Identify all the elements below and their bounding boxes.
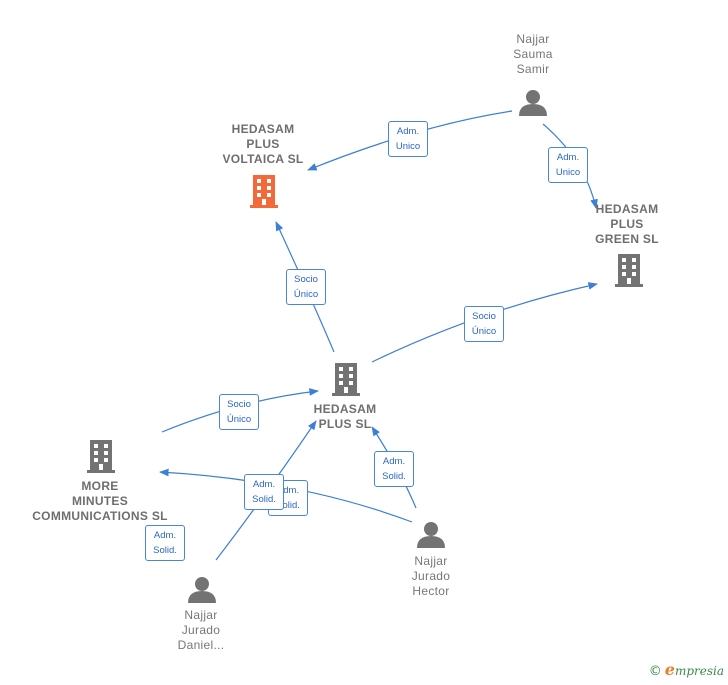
edge-label-samir-green: Adm. Unico <box>548 147 588 183</box>
edge-label-line: Solid. <box>153 545 177 556</box>
person-icon <box>188 577 216 603</box>
edge-label-line: Adm. <box>556 152 580 163</box>
edge-label-line: Unico <box>395 141 421 152</box>
edge-label-samir-voltaica: Adm. Unico <box>388 121 428 157</box>
building-icon <box>332 363 360 396</box>
building-icon <box>615 254 643 287</box>
edge-label-line: Adm. <box>276 485 300 496</box>
node-label-more[interactable]: MORE MINUTES COMMUNICATIONS SL <box>32 479 168 523</box>
node-label-daniel[interactable]: Najjar Jurado Daniel... <box>177 608 225 652</box>
edge-label-line: Único <box>226 414 252 425</box>
edge-label-plus-voltaica: Socio Único <box>286 269 326 305</box>
edges <box>159 110 598 561</box>
edge-label-line: Adm. <box>153 530 177 541</box>
edge-label-line: Socio <box>472 311 496 322</box>
edge-label-more-plus: Socio Único <box>219 394 259 430</box>
building-icon <box>87 440 115 473</box>
edge-label-daniel-more: Adm. Solid. <box>145 525 185 561</box>
edge-label-line: Socio <box>227 399 251 410</box>
brand-logo-text: mpresia <box>674 664 724 678</box>
building-icon <box>250 175 278 208</box>
edge-label-line: Único <box>471 326 497 337</box>
edge-label-plus-green: Socio Único <box>464 306 504 342</box>
person-icon <box>417 522 445 548</box>
edge-label-line: Unico <box>555 167 581 178</box>
edge-label-line: Único <box>293 289 319 300</box>
edge-label-line: Solid. <box>276 500 300 511</box>
edge-label-line: Adm. <box>252 479 276 490</box>
edge-label-line: Socio <box>294 274 318 285</box>
node-label-plus[interactable]: HEDASAM PLUS SL <box>313 402 377 431</box>
node-label-samir[interactable]: Najjar Sauma Samir <box>513 32 553 76</box>
copyright-icon: © <box>648 664 662 679</box>
brand-logo-initial: e <box>664 660 675 679</box>
node-label-voltaica[interactable]: HEDASAM PLUS VOLTAICA SL <box>222 122 304 166</box>
edge-label-line: Solid. <box>252 494 276 505</box>
node-label-hector[interactable]: Najjar Jurado Hector <box>411 554 451 598</box>
node-label-green[interactable]: HEDASAM PLUS GREEN SL <box>595 202 659 246</box>
person-icon <box>519 90 547 116</box>
brand-footer[interactable]: ©empresia <box>649 660 724 679</box>
edge-label-line: Solid. <box>382 471 406 482</box>
edge-label-line: Adm. <box>382 456 406 467</box>
edge-label-hector-plus: Adm. Solid. <box>374 451 414 487</box>
edge-label-line: Adm. <box>396 126 420 137</box>
edge-label-daniel-plus: Adm. Solid. <box>244 474 284 510</box>
